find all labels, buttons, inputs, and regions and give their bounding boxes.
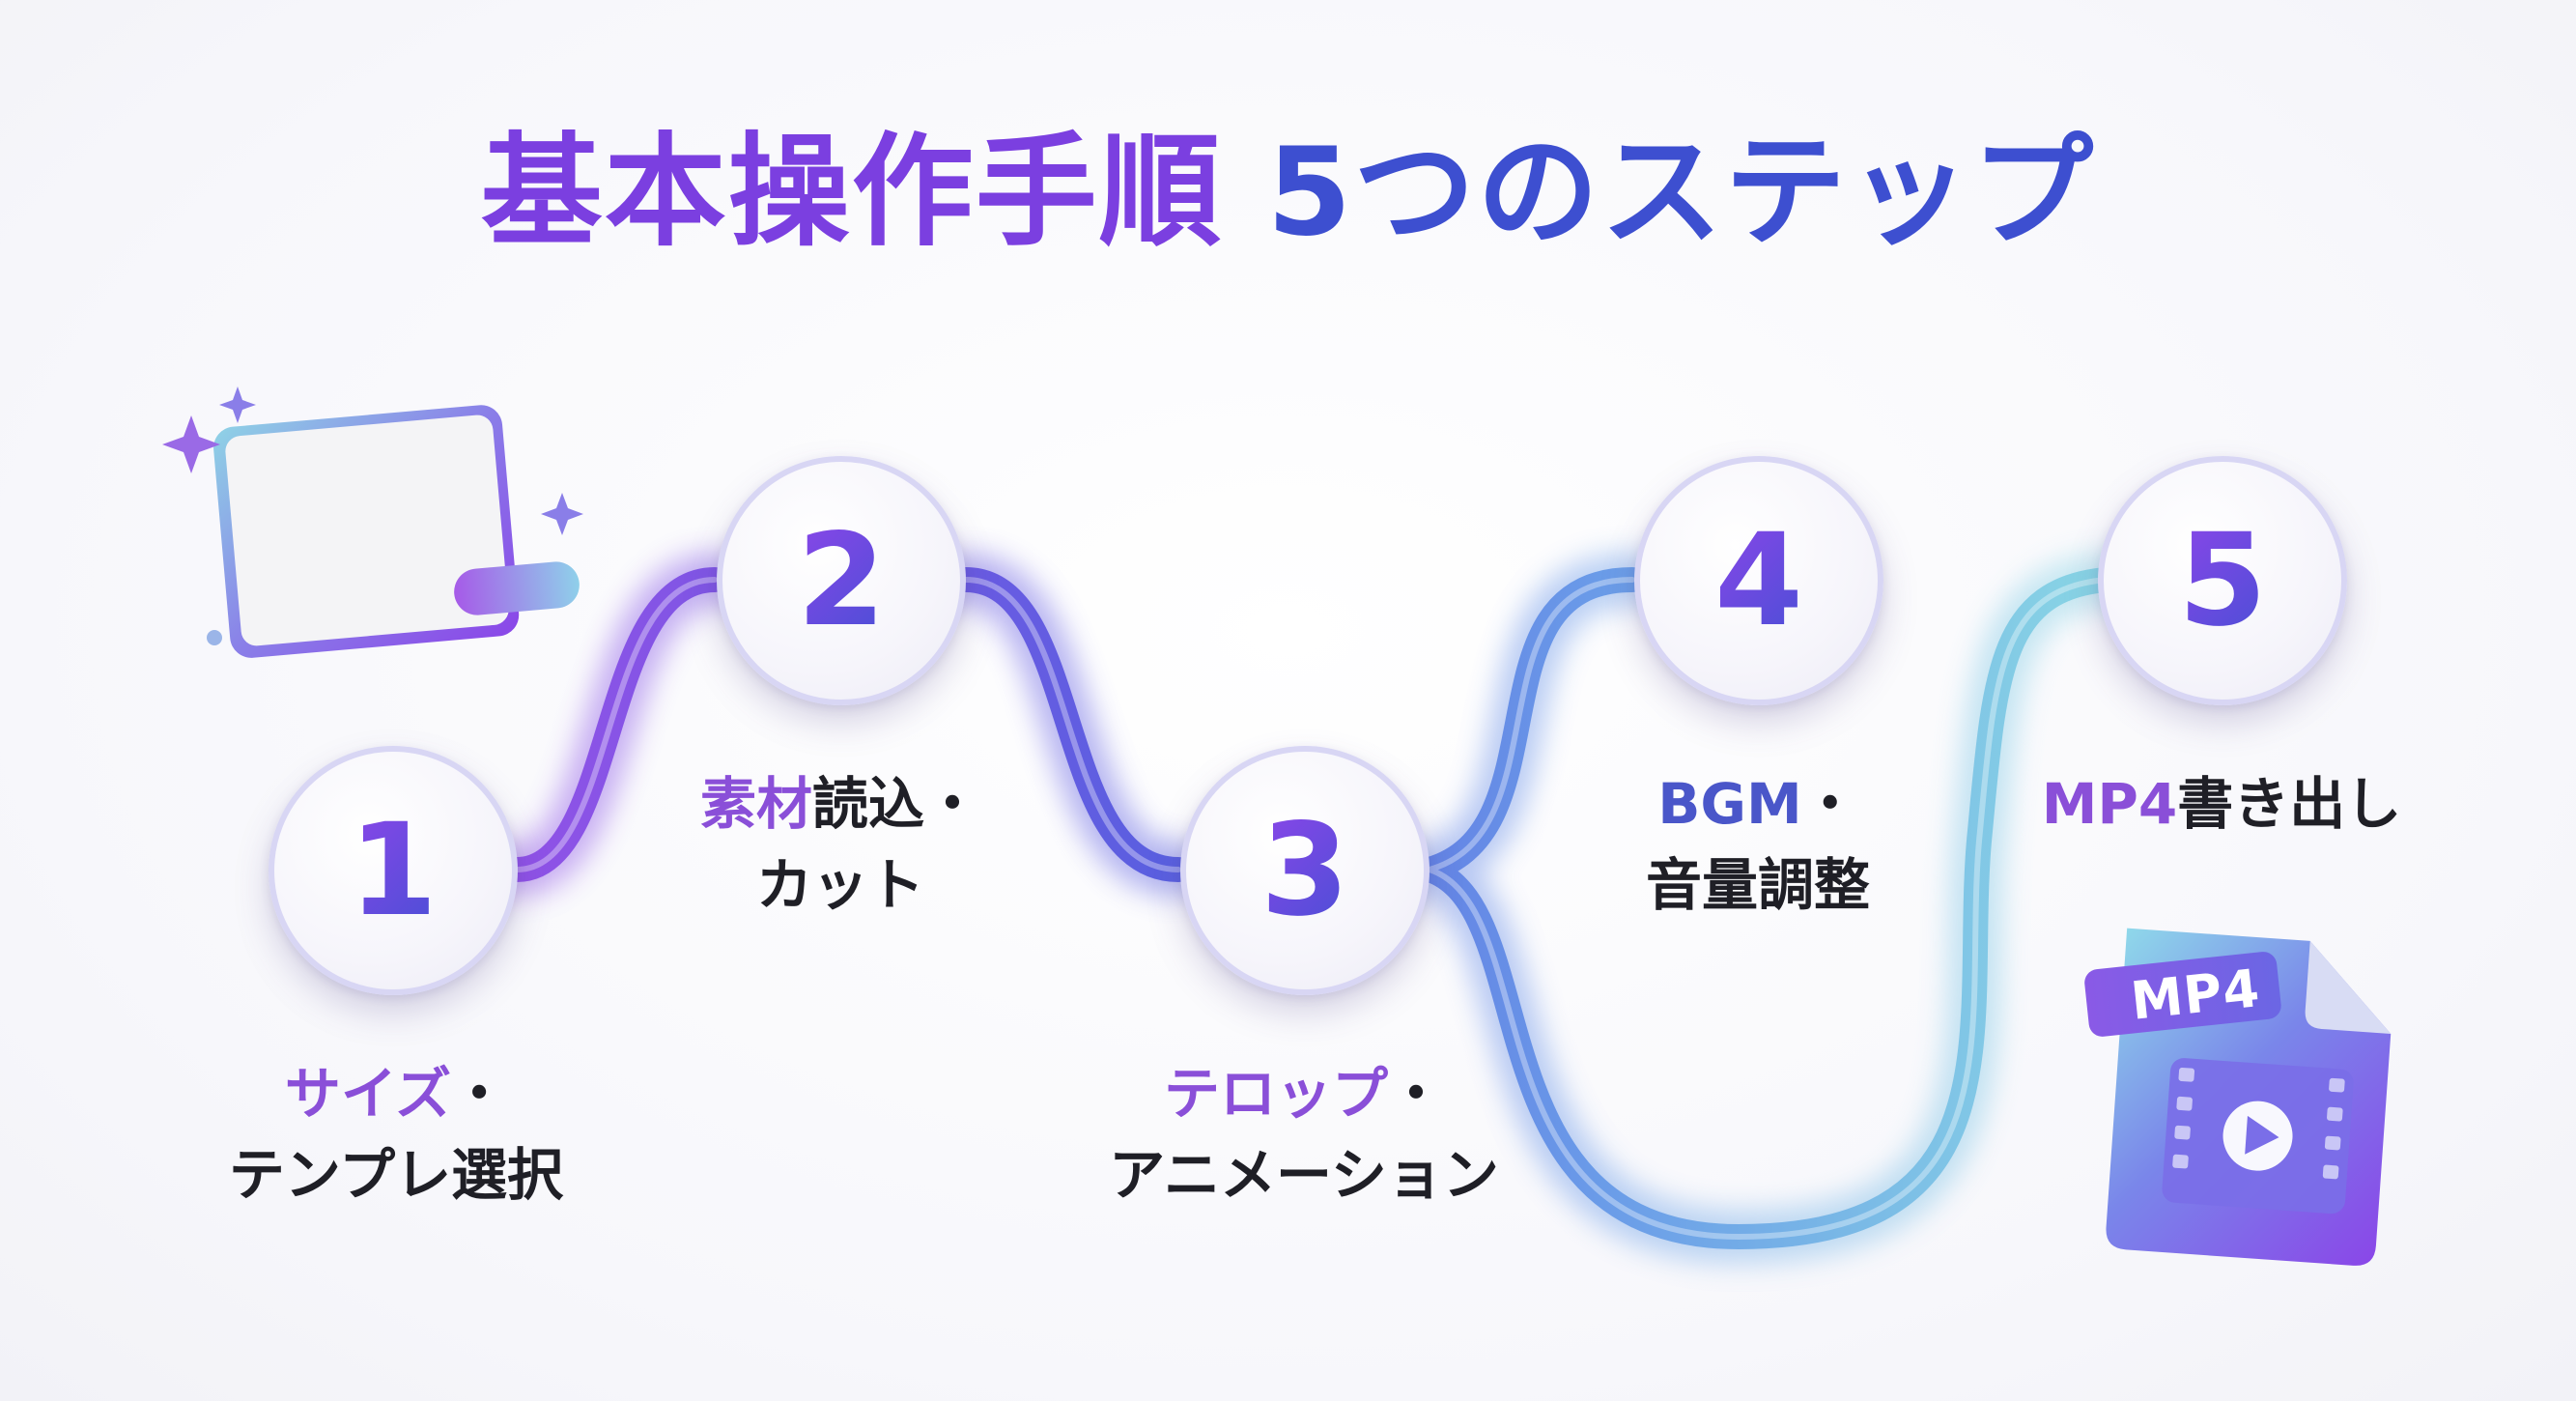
- mp4-file-icon: MP4: [2077, 918, 2424, 1285]
- step-1-label: サイズ・ テンプレ選択: [212, 1053, 580, 1215]
- step-5-label-rest: 書き出し: [2177, 771, 2402, 837]
- step-4-label-line2: 音量調整: [1645, 852, 1870, 919]
- step-1-circle: 1: [269, 746, 518, 995]
- step-2-label: 素材読込・ カット: [657, 763, 1024, 926]
- step-1-label-line2: テンプレ選択: [228, 1142, 564, 1209]
- step-4-number: 4: [1714, 506, 1803, 655]
- step-4-label: BGM・ 音量調整: [1574, 763, 1941, 926]
- step-4-label-rest: ・: [1801, 771, 1858, 837]
- step-5-label-highlight: MP4: [2041, 771, 2178, 837]
- step-5-label: MP4書き出し: [2019, 763, 2424, 844]
- title-left: 基本操作手順: [480, 121, 1223, 263]
- flow-line: [504, 567, 2118, 1250]
- step-2-label-line2: カット: [755, 852, 924, 919]
- step-1-number: 1: [349, 796, 438, 945]
- step-3-label-line2: アニメーション: [1109, 1142, 1499, 1209]
- step-1-label-rest: ・: [451, 1061, 508, 1127]
- step-3-circle: 3: [1180, 746, 1430, 995]
- step-4-label-highlight: BGM: [1657, 771, 1802, 837]
- step-3-label-highlight: テロップ: [1163, 1061, 1388, 1127]
- step-2-circle: 2: [717, 456, 966, 705]
- step-3-label-rest: ・: [1388, 1061, 1445, 1127]
- file-body-icon: [2084, 928, 2392, 1266]
- step-5-number: 5: [2178, 506, 2267, 655]
- step-2-label-highlight: 素材: [699, 771, 812, 837]
- step-4-circle: 4: [1634, 456, 1883, 705]
- page-title: 基本操作手順 5つのステップ: [0, 125, 2576, 260]
- step-2-number: 2: [797, 506, 886, 655]
- canvas-template-icon: [162, 386, 583, 658]
- step-2-label-rest: 読込・: [812, 771, 981, 837]
- step-3-number: 3: [1260, 796, 1349, 945]
- step-5-circle: 5: [2098, 456, 2347, 705]
- step-1-label-highlight: サイズ: [284, 1061, 452, 1127]
- title-right: 5つのステップ: [1266, 121, 2096, 263]
- step-3-label: テロップ・ アニメーション: [1082, 1053, 1526, 1215]
